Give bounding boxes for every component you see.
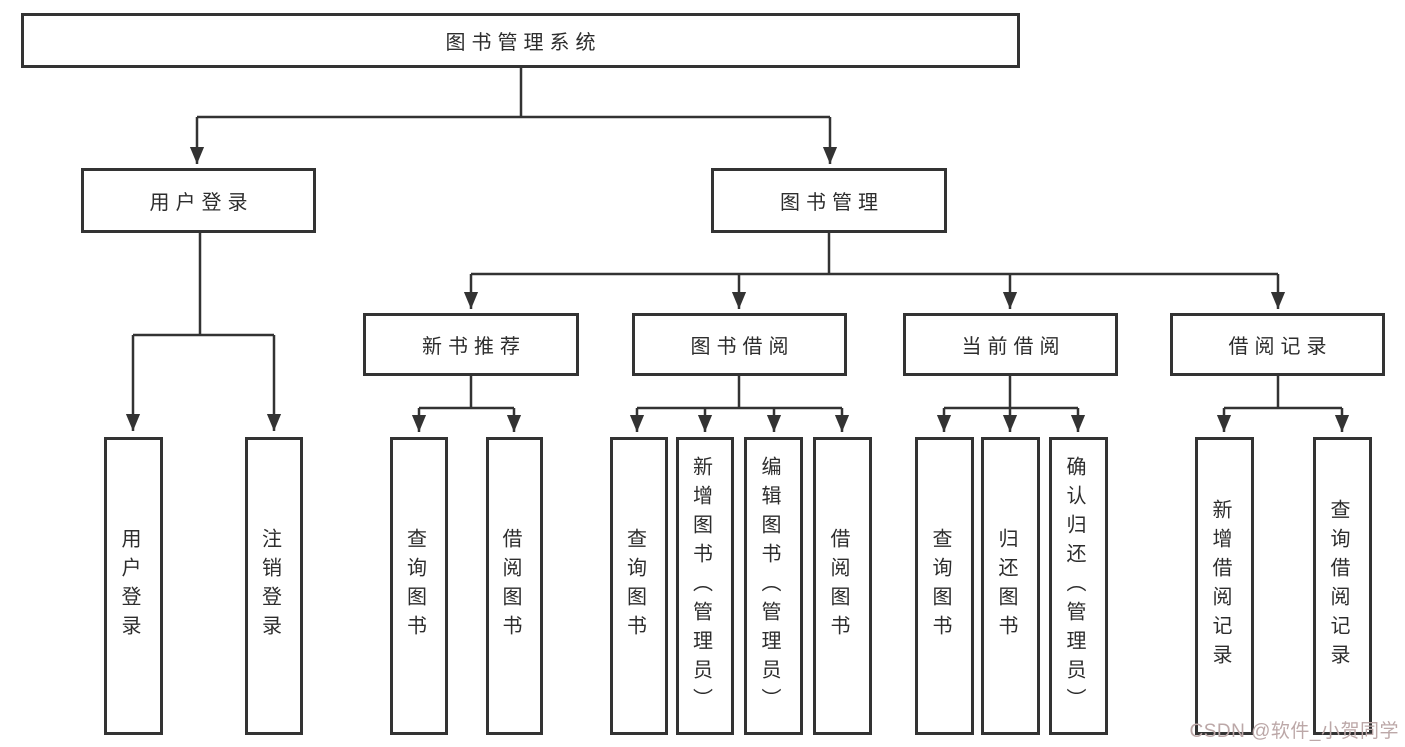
leaf-query-books-2-label: 查询图书 [623,528,646,644]
leaf-user-login-label: 用户登录 [118,528,140,644]
leaf-borrow-books-1-label: 借阅图书 [499,528,521,644]
leaf-query-books-3: 查询图书 [915,437,974,735]
leaf-return-books-label: 归还图书 [995,528,1017,644]
leaf-edit-book-admin-label: 编辑图书（管理员） [758,455,780,717]
leaf-confirm-return-admin-label: 确认归还（管理员） [1063,455,1085,717]
leaf-query-borrow-record: 查询借阅记录 [1313,437,1372,735]
leaf-confirm-return-admin: 确认归还（管理员） [1049,437,1108,735]
leaf-query-books-3-label: 查询图书 [929,528,951,644]
leaf-add-book-admin: 新增图书（管理员） [676,437,734,735]
leaf-edit-book-admin: 编辑图书（管理员） [744,437,803,735]
csdn-watermark: CSDN @软件_小贺同学 [1189,721,1399,742]
leaf-query-books-1: 查询图书 [390,437,448,735]
leaf-return-books: 归还图书 [981,437,1040,735]
root-node: 图书管理系统 [21,13,1020,68]
node-new-book-recommend: 新书推荐 [363,313,579,376]
node-current-borrowing-label: 当前借阅 [961,336,1066,358]
leaf-logout: 注销登录 [245,437,303,735]
leaf-add-borrow-record: 新增借阅记录 [1195,437,1254,735]
node-book-management: 图书管理 [711,168,947,233]
node-book-management-label: 图书管理 [780,192,884,214]
leaf-query-books-2: 查询图书 [610,437,668,735]
leaf-user-login: 用户登录 [104,437,163,735]
leaf-borrow-books-2: 借阅图书 [813,437,872,735]
leaf-query-borrow-record-label: 查询借阅记录 [1327,499,1349,673]
leaf-borrow-books-1: 借阅图书 [486,437,543,735]
leaf-borrow-books-2-label: 借阅图书 [827,528,849,644]
leaf-add-book-admin-label: 新增图书（管理员） [689,455,712,717]
node-book-borrowing: 图书借阅 [632,313,847,376]
node-borrow-records-label: 借阅记录 [1228,336,1333,358]
node-new-book-recommend-label: 新书推荐 [422,336,526,358]
leaf-logout-label: 注销登录 [258,528,281,644]
node-borrow-records: 借阅记录 [1170,313,1385,376]
root-node-label: 图书管理系统 [445,32,602,54]
node-book-borrowing-label: 图书借阅 [690,336,795,358]
leaf-add-borrow-record-label: 新增借阅记录 [1209,499,1231,673]
leaf-query-books-1-label: 查询图书 [403,528,426,644]
node-user-login-label: 用户登录 [149,192,254,214]
node-current-borrowing: 当前借阅 [903,313,1118,376]
node-user-login: 用户登录 [81,168,316,233]
